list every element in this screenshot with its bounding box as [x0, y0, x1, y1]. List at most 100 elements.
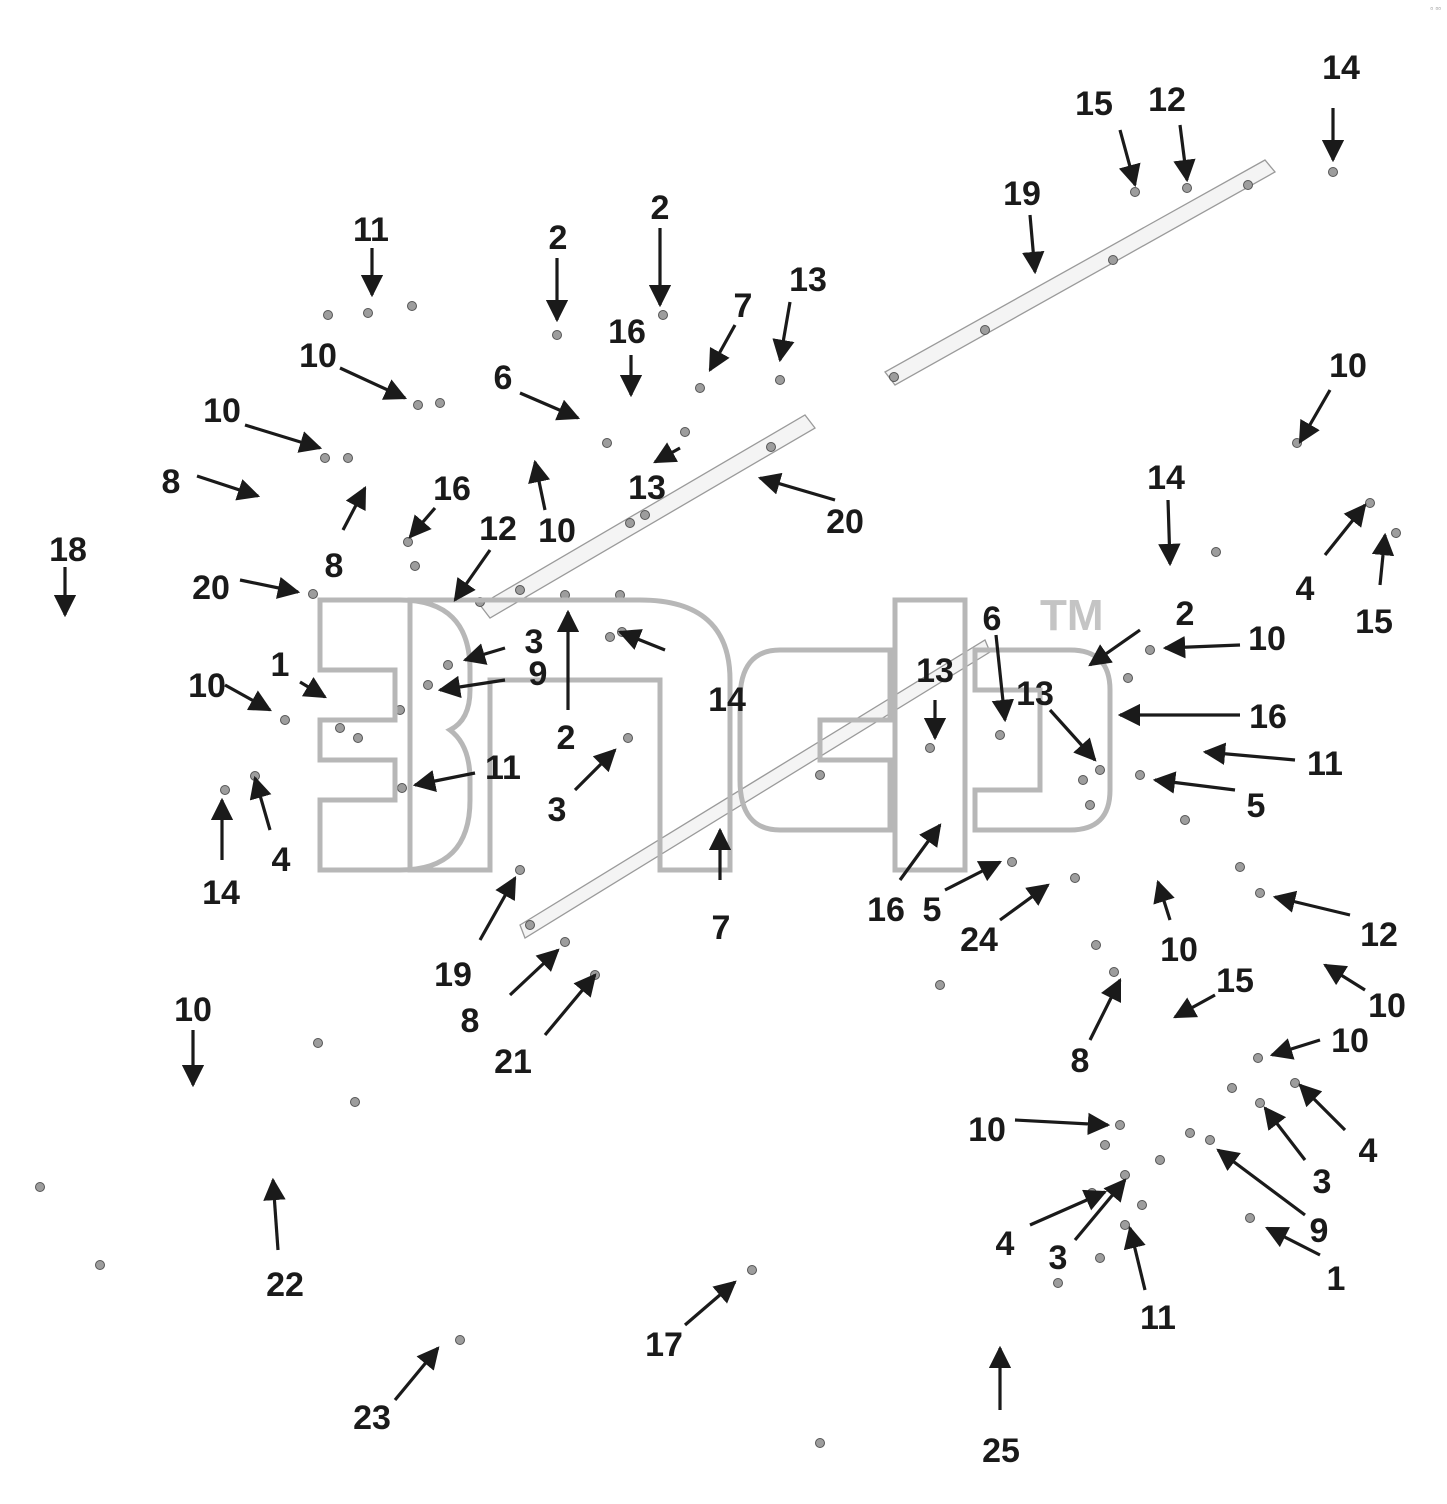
part-fastener	[1095, 765, 1105, 775]
callout-arrow	[1173, 993, 1216, 1019]
callout-arrow	[528, 459, 551, 511]
callout-label: 3	[1049, 1239, 1068, 1277]
part-fastener	[1091, 940, 1101, 950]
callout-label: 3	[525, 623, 544, 661]
watermark-trademark: TM	[1040, 591, 1104, 640]
part-fastener	[435, 398, 445, 408]
callout-arrow	[1323, 503, 1367, 556]
part-fastener	[515, 865, 525, 875]
callout-label: 2	[557, 719, 576, 757]
callout-arrow	[543, 973, 597, 1037]
callout-label: 15	[1216, 962, 1254, 1000]
part-fastener	[995, 730, 1005, 740]
callout-label: 11	[1307, 745, 1343, 783]
callout-arrow	[653, 442, 681, 464]
callout-label: 1	[271, 646, 290, 684]
part-fastener	[680, 427, 690, 437]
callout-label: 13	[916, 652, 954, 690]
callout-label: 10	[538, 512, 576, 550]
part-fastener	[313, 1038, 323, 1048]
part-fastener	[350, 1097, 360, 1107]
callout-label: 20	[826, 503, 864, 541]
part-fastener	[1070, 873, 1080, 883]
callout-arrow	[1088, 628, 1141, 667]
part-fastener	[323, 310, 333, 320]
callout-arrow	[1158, 499, 1181, 567]
callout-label: 22	[266, 1266, 304, 1304]
watermark-logo: TM	[317, 591, 1113, 873]
part-fastener	[1085, 800, 1095, 810]
part-fastener	[1243, 180, 1253, 190]
callout-arrow	[196, 474, 261, 501]
part-fastener	[1108, 255, 1118, 265]
part-fastener	[363, 308, 373, 318]
part-fastener	[1255, 888, 1265, 898]
part-fastener	[625, 518, 635, 528]
part-fastener	[335, 723, 345, 733]
part-fastener	[1145, 645, 1155, 655]
callout-label: 21	[494, 1043, 532, 1081]
callout-label: 25	[982, 1432, 1020, 1470]
part-fastener	[889, 372, 899, 382]
callout-arrow	[1022, 214, 1045, 275]
callout-label: 14	[1147, 459, 1185, 497]
callout-arrow	[898, 823, 942, 881]
part-fastener	[560, 937, 570, 947]
callout-arrow	[757, 472, 836, 502]
part-fastener	[403, 537, 413, 547]
callout-label: 6	[983, 600, 1002, 638]
callout-arrow	[1202, 742, 1296, 765]
part-fastener	[1180, 815, 1190, 825]
part-fastener	[1253, 1053, 1263, 1063]
part-fastener	[602, 438, 612, 448]
callout-label: 11	[485, 749, 521, 787]
callout-label: 1	[1327, 1260, 1346, 1298]
callout-label: 4	[272, 841, 291, 879]
part-fastener	[1123, 673, 1133, 683]
callout-label: 10	[1248, 620, 1286, 658]
part-fastener	[308, 589, 318, 599]
callout-label: 23	[353, 1399, 391, 1437]
callout-label: 11	[1140, 1299, 1176, 1337]
watermark-glyph-n	[407, 597, 733, 873]
callout-arrow	[772, 301, 795, 363]
part-fastener	[353, 733, 363, 743]
part-fastener	[1120, 1220, 1130, 1230]
callout-arrow	[1014, 1112, 1111, 1136]
callout-label: 12	[479, 510, 517, 548]
part-fastener	[605, 632, 615, 642]
callout-arrow	[393, 1346, 440, 1402]
part-fastener	[815, 770, 825, 780]
callout-arrow	[1272, 890, 1351, 917]
watermark-glyph-c	[737, 647, 893, 833]
callout-arrow	[1162, 636, 1241, 659]
callout-label: 4	[1359, 1132, 1378, 1170]
callout-arrow	[519, 391, 581, 421]
callout-label: 8	[325, 547, 344, 585]
callout-label: 10	[203, 392, 241, 430]
part-fastener	[815, 1438, 825, 1448]
part-fastener	[397, 783, 407, 793]
rail-upper-right	[884, 159, 1276, 386]
callout-arrow	[263, 1177, 286, 1251]
part-fastener	[1095, 1253, 1105, 1263]
part-fastener	[640, 510, 650, 520]
part-fastener	[775, 375, 785, 385]
callout-label: 19	[434, 956, 472, 994]
callout-arrow	[1118, 129, 1141, 188]
part-fastener	[413, 400, 423, 410]
callout-arrow	[408, 506, 437, 539]
part-fastener	[1391, 528, 1401, 538]
callout-arrow	[239, 576, 301, 599]
callout-arrow	[453, 549, 492, 602]
part-fastener	[766, 442, 776, 452]
callout-arrow	[412, 770, 476, 793]
callout-label: 12	[1360, 916, 1398, 954]
part-fastener	[423, 680, 433, 690]
callout-label: 16	[433, 470, 471, 508]
part-fastener	[1155, 1155, 1165, 1165]
callout-label: 10	[174, 991, 212, 1029]
callout-arrow	[991, 634, 1015, 723]
